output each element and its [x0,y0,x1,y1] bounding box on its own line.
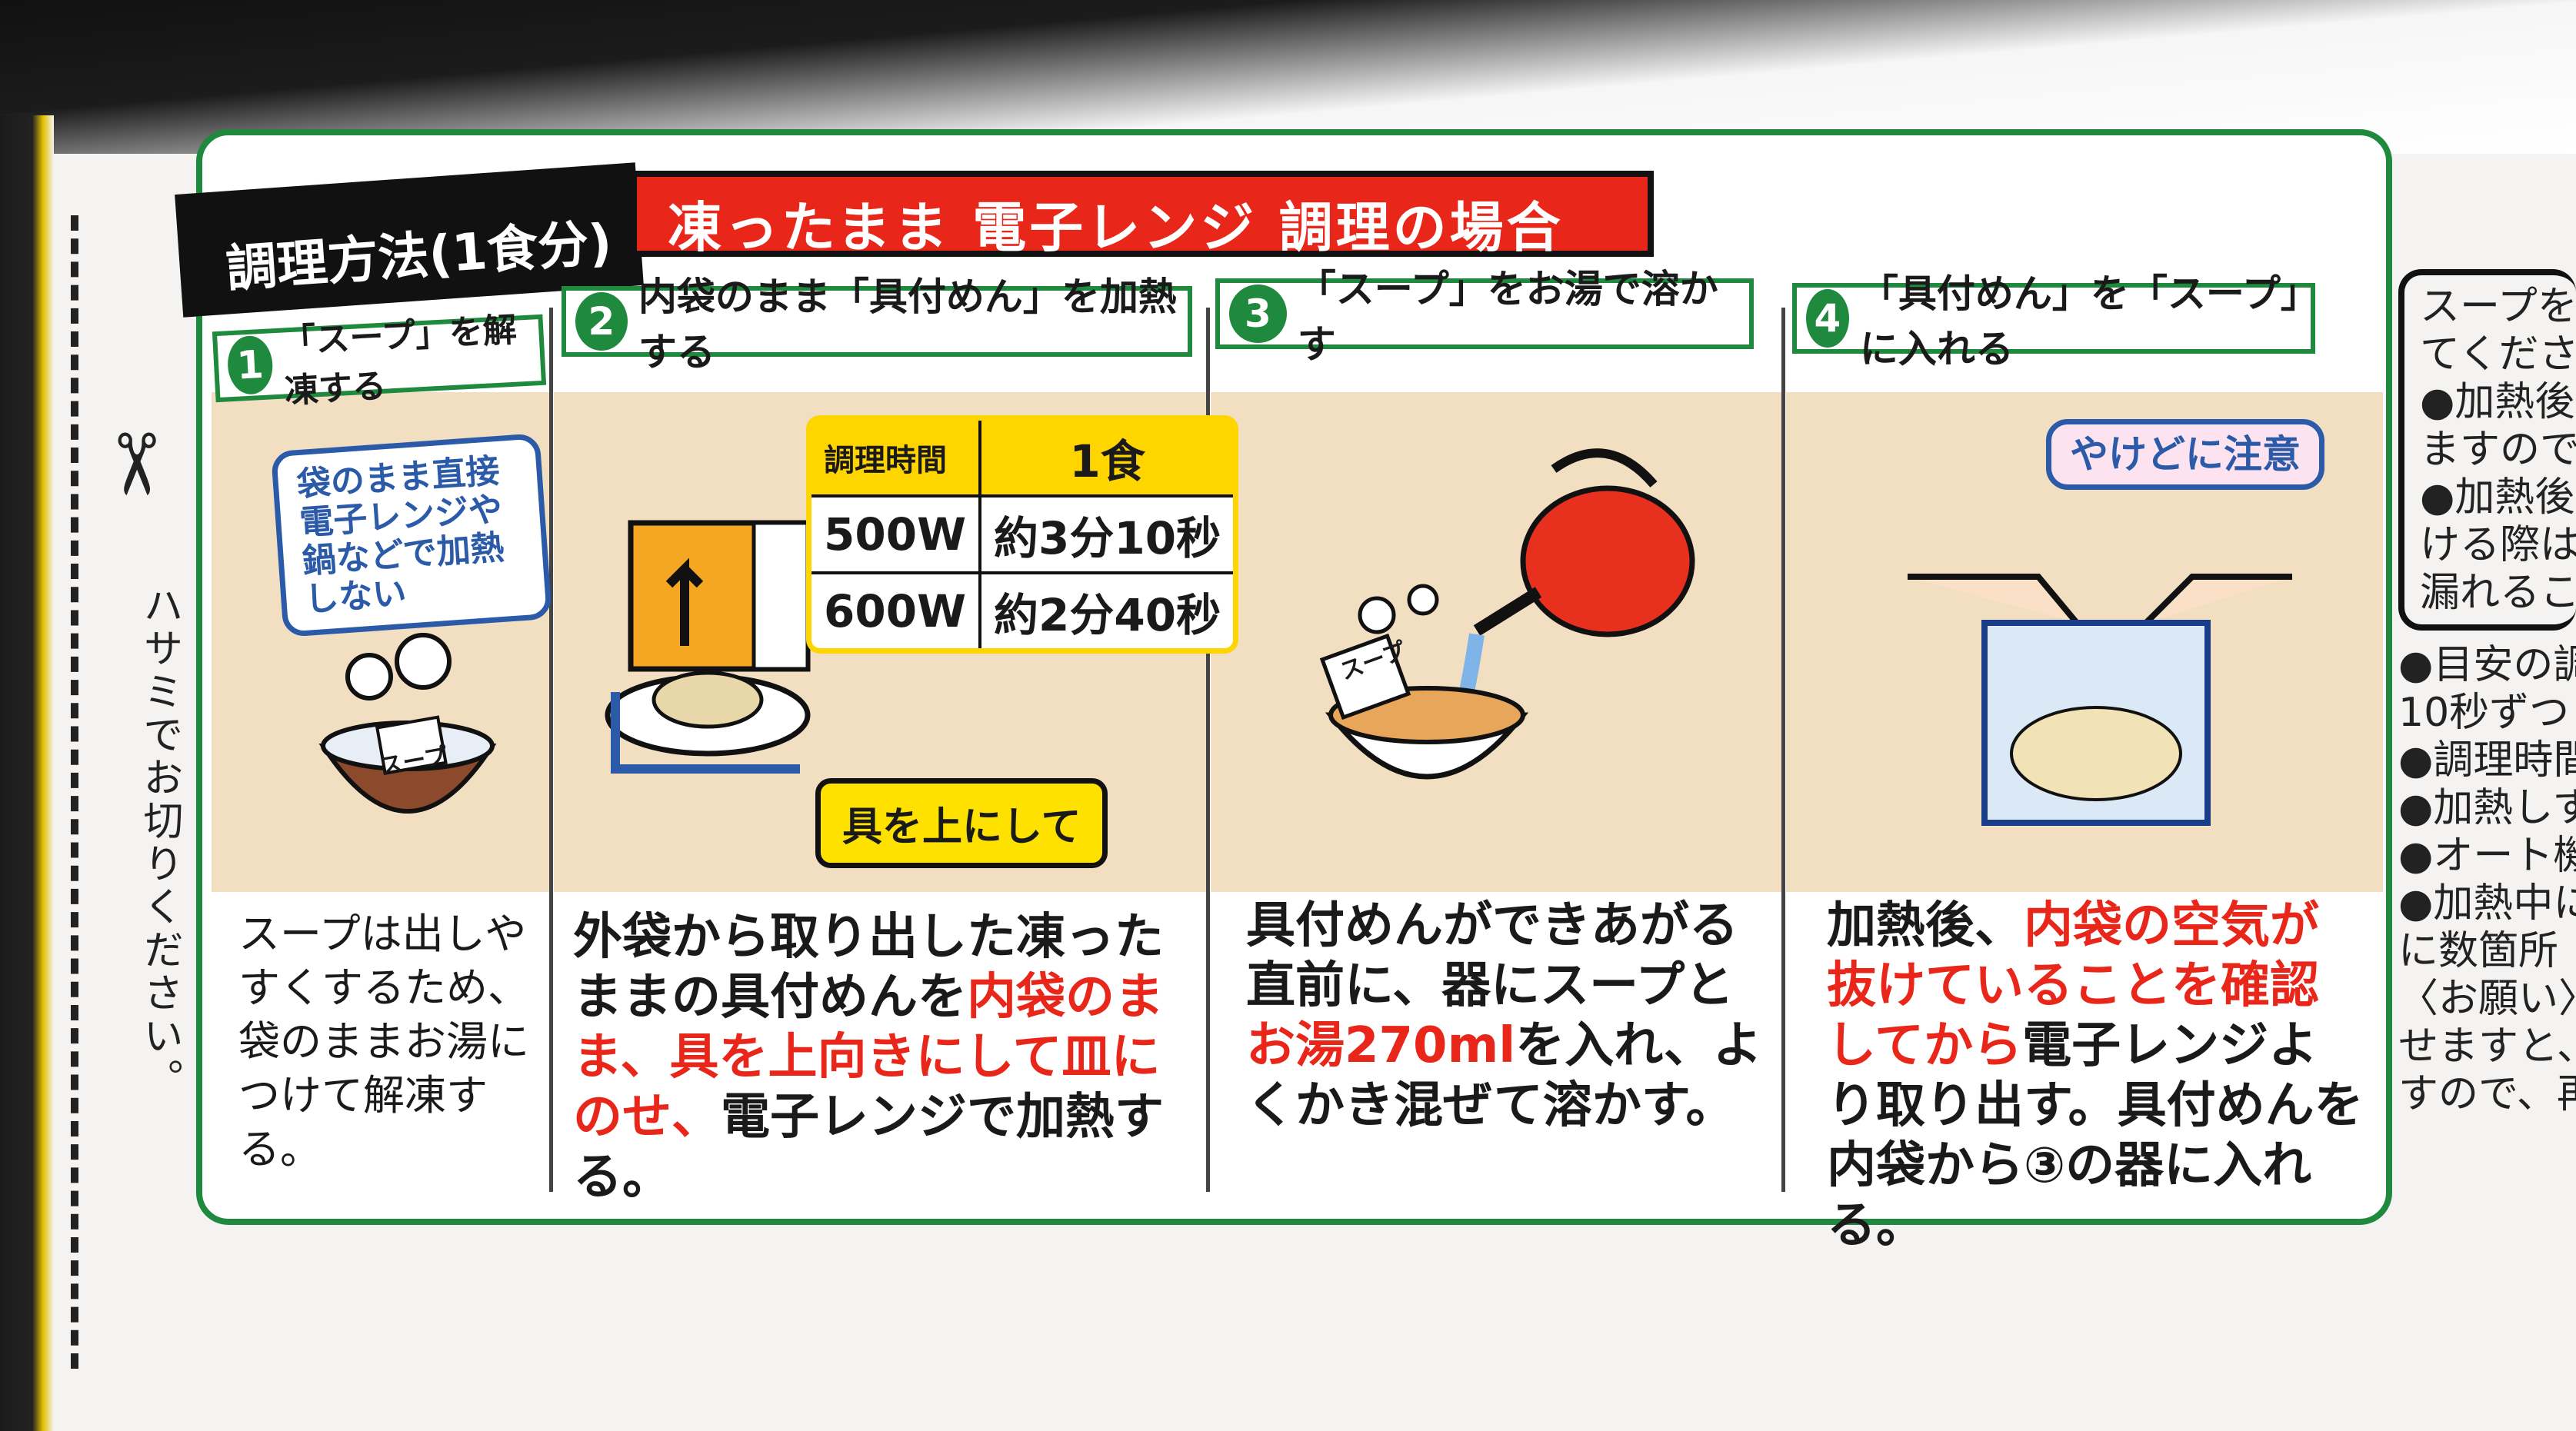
step-3-heading: 3 「スープ」をお湯で溶かす [1215,267,1754,367]
precaution-line: 〈お願い〉 [2398,976,2576,1022]
step-heading-text: 「スープ」をお湯で溶かす [1297,267,1718,367]
step-heading-text: 「具付めん」を「スープ」に入れる [1859,271,2300,371]
table-header: 1食 [978,421,1234,498]
soup-bowl-icon [318,633,497,814]
precaution-line: ますので [2420,427,2576,473]
text-segment: 電子レンジで加熱する。 [573,1089,1164,1206]
package-dark-edge [0,0,2576,154]
precaution-line: ●加熱しすぎ [2398,785,2576,831]
highlight-segment: 内袋の空気が抜けていることを確認してから [1827,897,2319,1074]
microwave-icon [605,520,811,774]
precaution-line: ●オート機 [2398,833,2576,879]
step-number: 2 [575,292,628,351]
table-header: 調理時間 [811,421,982,498]
text-segment: を入れ、よくかき混ぜて溶かす。 [1246,1017,1762,1134]
step-4-description: 加熱後、内袋の空気が抜けていることを確認してから電子レンジより取り出す。具付めん… [1827,896,2365,1256]
cut-instruction: ハサミでお切りください。 [136,584,182,1101]
precaution-line: ●調理時間 [2398,737,2576,784]
table-cell: 約3分10秒 [978,494,1234,574]
cut-line [71,215,78,1369]
precaution-line: てください [2420,331,2576,378]
table-cell: 約2分40秒 [978,571,1234,648]
table-cell: 600W [811,571,982,648]
precaution-line: 10秒ずつ [2398,690,2570,736]
divider [549,308,553,1192]
precautions-panel: スープを袋 てください ●加熱後は ますので ●加熱後電子 ける際は、 漏れるこ… [2398,269,2576,1230]
warning-bubble: やけどに注意 [2046,419,2324,490]
scissors-icon: ✂ [86,428,185,501]
precaution-line: すので、再 [2398,1071,2576,1117]
step-2-heading: 2 内袋のまま「具付めん」を加熱する [562,275,1192,374]
step-3-illustration [1211,392,1781,892]
step-2-description: 外袋から取り出した凍ったままの具付めんを内袋のまま、具を上向きにして皿にのせ、電… [573,907,1188,1207]
step-number: 1 [226,334,275,396]
callout-tag: 具を上にして [815,778,1108,868]
step-heading-text: 内袋のまま「具付めん」を加熱する [638,275,1177,374]
precaution-line: せますと、 [2398,1023,2576,1070]
hands-opening-bag-icon [1908,574,2292,826]
precaution-line: ける際は、 [2420,522,2576,568]
kettle-bowl-icon [1319,448,1695,780]
highlight-segment: 内袋のまま、具を上向きにして皿にのせ、 [573,969,1164,1146]
table-cell: 500W [811,494,982,574]
text-segment: 具付めんができあがる直前に、器にスープと [1246,897,1738,1014]
warning-bubble: 袋のまま直接電子レンジや鍋などで加熱しない [270,433,553,637]
precaution-line: 漏れること [2420,570,2576,616]
precaution-line: スープを袋 [2420,284,2576,330]
precaution-line: ●加熱後電子 [2420,474,2576,521]
step-1-description: スープは出しやすくするため、袋のままお湯につけて解凍する。 [238,907,538,1176]
divider [1781,308,1785,1192]
package-left-edge [0,115,54,1431]
subtitle-banner: 凍ったまま 電子レンジ 調理の場合 [631,171,1654,259]
precaution-line: ●目安の調 [2398,642,2576,688]
precaution-line: に数箇所 [2398,928,2559,974]
step-heading-text: 「スープ」を解凍する [281,310,518,411]
precaution-line: ●加熱後は [2420,379,2576,425]
text-segment: 加熱後、 [1827,897,2024,954]
step-4-heading: 4 「具付めん」を「スープ」に入れる [1792,271,2315,371]
step-number: 3 [1229,285,1287,343]
divider [1206,308,1210,1192]
text-segment: 外袋から取り出した凍ったままの具付めんを [573,909,1164,1026]
precaution-line: ●加熱中に [2398,880,2576,927]
highlight-segment: お湯270ml [1246,1017,1516,1074]
text-segment: スープは出しやすくするため、袋のままお湯につけて解凍する。 [238,910,529,1173]
text-segment: 電子レンジより取り出す。具付めんを内袋から③の器に入れる。 [1827,1017,2364,1254]
precautions-box: スープを袋 てください ●加熱後は ますので ●加熱後電子 ける際は、 漏れるこ… [2398,269,2576,631]
step-3-description: 具付めんができあがる直前に、器にスープとお湯270mlを入れ、よくかき混ぜて溶か… [1246,896,1777,1136]
step-number: 4 [1806,289,1849,348]
